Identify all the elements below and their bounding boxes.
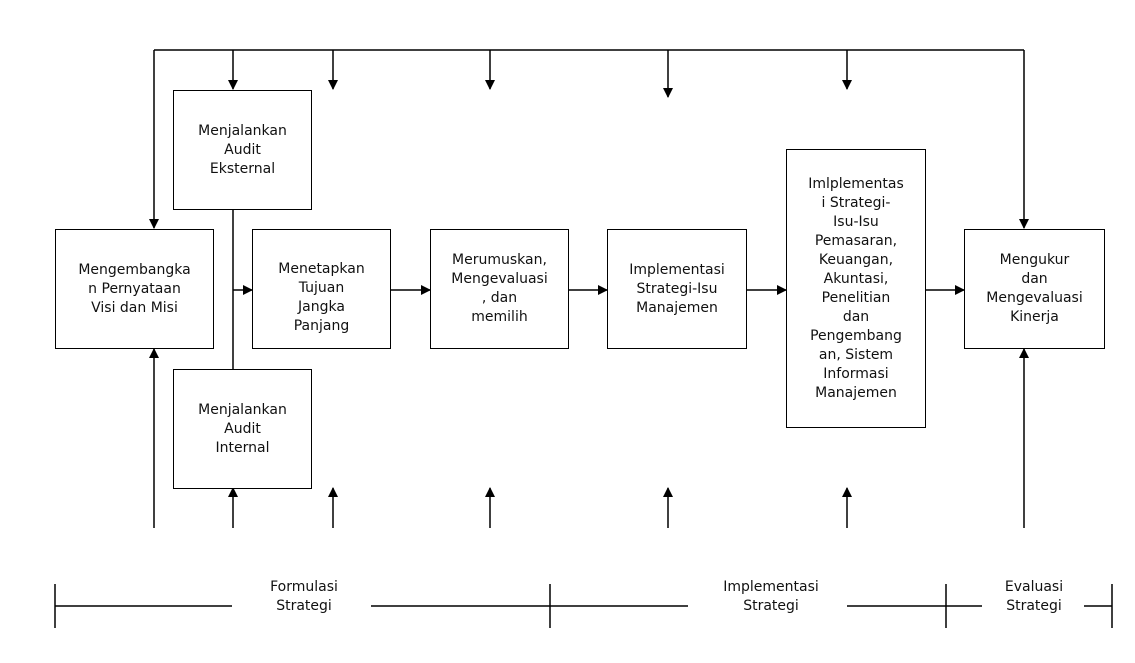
box-implementasi-fungsional: Imlplementas i Strategi- Isu-Isu Pemasar… [786, 149, 926, 428]
box-merumuskan-label: Merumuskan, Mengevaluasi , dan memilih [451, 252, 548, 325]
box-audit-internal: Menjalankan Audit Internal [173, 369, 312, 489]
box-mengukur-label: Mengukur dan Mengevaluasi Kinerja [986, 252, 1083, 325]
phase-label-evaluasi: Evaluasi Strategi [985, 578, 1083, 616]
box-implementasi-fungsional-label: Imlplementas i Strategi- Isu-Isu Pemasar… [808, 175, 904, 401]
box-implementasi-manajemen: Implementasi Strategi-Isu Manajemen [607, 229, 747, 349]
box-merumuskan: Merumuskan, Mengevaluasi , dan memilih [430, 229, 569, 349]
box-audit-eksternal: Menjalankan Audit Eksternal [173, 90, 312, 210]
box-audit-internal-label: Menjalankan Audit Internal [198, 401, 287, 456]
box-tujuan-label: Menetapkan Tujuan Jangka Panjang [278, 261, 365, 334]
box-visi-misi: Mengembangka n Pernyataan Visi dan Misi [55, 229, 214, 349]
box-visi-misi-label: Mengembangka n Pernyataan Visi dan Misi [78, 261, 191, 316]
box-tujuan-jangka-panjang: Menetapkan Tujuan Jangka Panjang [252, 229, 391, 349]
phase-label-implementasi: Implementasi Strategi [697, 578, 845, 616]
box-implementasi-manajemen-label: Implementasi Strategi-Isu Manajemen [629, 261, 725, 316]
box-audit-eksternal-label: Menjalankan Audit Eksternal [198, 122, 287, 177]
box-mengukur-kinerja: Mengukur dan Mengevaluasi Kinerja [964, 229, 1105, 349]
phase-label-formulasi: Formulasi Strategi [240, 578, 368, 616]
